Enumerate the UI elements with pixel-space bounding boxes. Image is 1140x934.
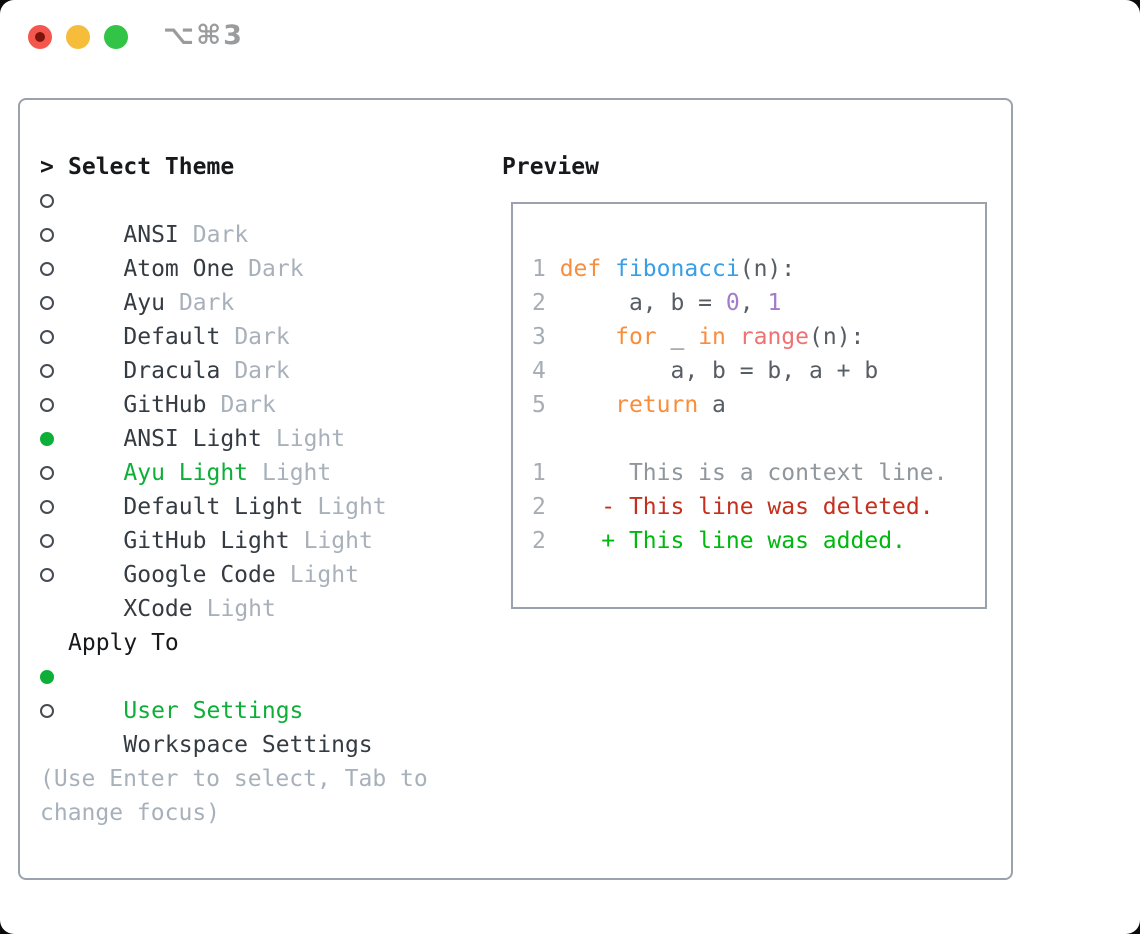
code-line: 2 + This line was added. xyxy=(532,528,906,554)
code-line: 2 a, b = 0, 1 xyxy=(532,290,782,316)
theme-name: ANSI xyxy=(123,222,179,248)
apply-to-header: Apply To xyxy=(68,630,179,656)
radio-icon xyxy=(40,466,54,480)
apply-to-list: User Settings Workspace Settings xyxy=(40,660,480,758)
theme-variant-badge: Dark xyxy=(178,290,235,316)
theme-variant-badge: Light xyxy=(303,528,373,554)
radio-icon xyxy=(40,364,54,378)
theme-variant-badge: Dark xyxy=(234,324,290,350)
theme-option[interactable]: ANSI Light Light xyxy=(40,388,480,452)
radio-icon xyxy=(40,398,54,412)
radio-icon xyxy=(40,296,54,310)
code-line: 1 def fibonacci(n): xyxy=(532,256,796,282)
code-preview: 1 def fibonacci(n): 2 a, b = 0, 1 3 for _ … xyxy=(532,252,947,558)
radio-selected-icon xyxy=(40,670,54,684)
theme-name: XCode xyxy=(123,596,193,622)
radio-icon xyxy=(40,194,54,208)
radio-icon xyxy=(40,568,54,582)
radio-icon xyxy=(40,534,54,548)
theme-option[interactable]: ANSI Dark xyxy=(40,184,480,248)
theme-name: Atom One xyxy=(123,256,235,282)
theme-variant-badge: Dark xyxy=(248,256,304,282)
theme-variant-badge: Light xyxy=(262,460,332,486)
theme-variant-badge: Light xyxy=(275,426,346,452)
theme-option[interactable]: Atom One Dark xyxy=(40,218,480,282)
theme-option[interactable]: Dracula Dark xyxy=(40,320,480,384)
theme-option[interactable]: Google Code Light xyxy=(40,524,480,588)
focus-prompt-icon: > xyxy=(40,154,54,180)
theme-variant-badge: Dark xyxy=(192,222,249,248)
theme-option[interactable]: Default Light Light xyxy=(40,456,480,520)
theme-name: Ayu xyxy=(123,290,165,316)
theme-name: Dracula xyxy=(123,358,221,384)
code-line: 3 for _ in range(n): xyxy=(532,324,865,350)
titlebar: ⌥⌘3 xyxy=(0,0,1140,72)
theme-variant-badge: Light xyxy=(206,596,276,622)
keyboard-hint: (Use Enter to select, Tab to change focu… xyxy=(40,766,428,826)
theme-option[interactable]: Default Dark xyxy=(40,286,480,350)
theme-variant-badge: Dark xyxy=(220,392,276,418)
radio-icon xyxy=(40,500,54,514)
theme-name: GitHub xyxy=(123,392,207,418)
theme-option[interactable]: XCode Light xyxy=(40,558,480,622)
preview-header: Preview xyxy=(502,154,599,180)
apply-target-option[interactable]: User Settings xyxy=(40,660,480,724)
close-icon[interactable] xyxy=(28,25,52,49)
select-theme-label: Select Theme xyxy=(68,154,235,180)
code-line xyxy=(532,422,947,456)
theme-name: Default Light xyxy=(123,494,304,520)
modified-dot-icon xyxy=(35,32,45,42)
theme-option[interactable]: Ayu Dark xyxy=(40,252,480,316)
apply-target-label: Workspace Settings xyxy=(123,732,373,758)
select-theme-header: > Select Theme xyxy=(40,150,480,184)
window-title-shortcut: ⌥⌘3 xyxy=(163,20,244,51)
radio-selected-icon xyxy=(40,432,54,446)
theme-name: Default xyxy=(123,324,221,350)
radio-icon xyxy=(40,228,54,242)
zoom-icon[interactable] xyxy=(104,25,128,49)
theme-name: GitHub Light xyxy=(123,528,290,554)
theme-name: Google Code xyxy=(123,562,276,588)
preview-box: 1 def fibonacci(n): 2 a, b = 0, 1 3 for _ … xyxy=(511,202,987,609)
theme-name: ANSI Light xyxy=(123,426,262,452)
theme-name: Ayu Light xyxy=(123,460,249,486)
theme-option[interactable]: GitHub Dark xyxy=(40,354,480,418)
radio-icon xyxy=(40,262,54,276)
apply-target-label: User Settings xyxy=(123,698,304,724)
code-line: 5 return a xyxy=(532,392,726,418)
traffic-lights xyxy=(28,25,128,49)
radio-icon xyxy=(40,330,54,344)
code-line: 1 This is a context line. xyxy=(532,460,948,486)
theme-option[interactable]: Ayu Light Light xyxy=(40,422,480,486)
minimize-icon[interactable] xyxy=(66,25,90,49)
theme-option[interactable]: GitHub Light Light xyxy=(40,490,480,554)
theme-variant-badge: Light xyxy=(289,562,359,588)
radio-icon xyxy=(40,704,54,718)
code-line: 4 a, b = b, a + b xyxy=(532,358,879,384)
code-line: 2 - This line was deleted. xyxy=(532,494,934,520)
theme-variant-badge: Light xyxy=(317,494,387,520)
theme-variant-badge: Dark xyxy=(234,358,290,384)
apply-target-option[interactable]: Workspace Settings xyxy=(40,694,480,758)
